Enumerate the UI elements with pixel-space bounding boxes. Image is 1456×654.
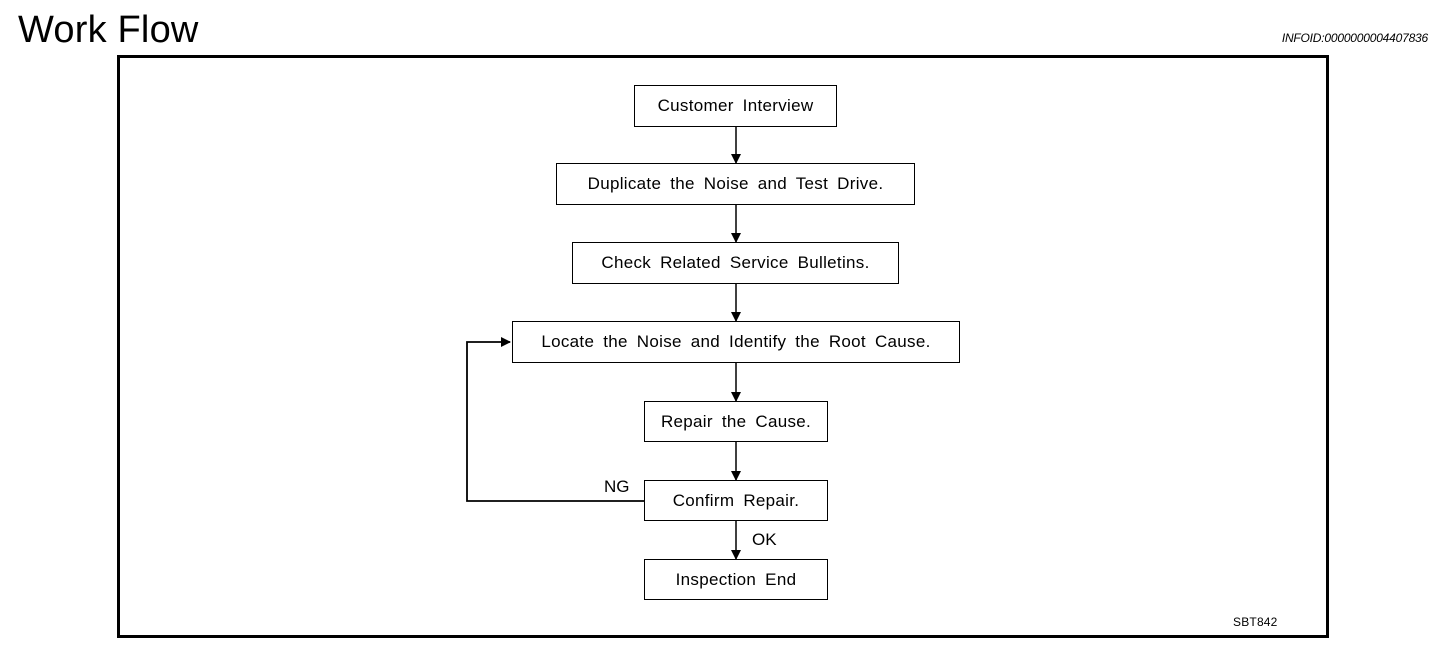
step-inspection-end: Inspection End bbox=[644, 559, 828, 600]
step-repair-cause: Repair the Cause. bbox=[644, 401, 828, 442]
branch-label-ok: OK bbox=[752, 530, 777, 549]
figure-code: SBT842 bbox=[1233, 615, 1278, 629]
diagram-frame bbox=[117, 55, 1329, 638]
step-check-bulletins: Check Related Service Bulletins. bbox=[572, 242, 899, 284]
branch-label-ng: NG bbox=[604, 477, 630, 496]
step-confirm-repair: Confirm Repair. bbox=[644, 480, 828, 521]
arrow-ng-loop bbox=[466, 337, 644, 502]
info-id: INFOID:0000000004407836 bbox=[1281, 31, 1428, 45]
step-customer-interview: Customer Interview bbox=[634, 85, 837, 127]
page-title: Work Flow bbox=[18, 9, 199, 51]
step-duplicate-noise: Duplicate the Noise and Test Drive. bbox=[556, 163, 915, 205]
step-locate-noise: Locate the Noise and Identify the Root C… bbox=[512, 321, 960, 363]
